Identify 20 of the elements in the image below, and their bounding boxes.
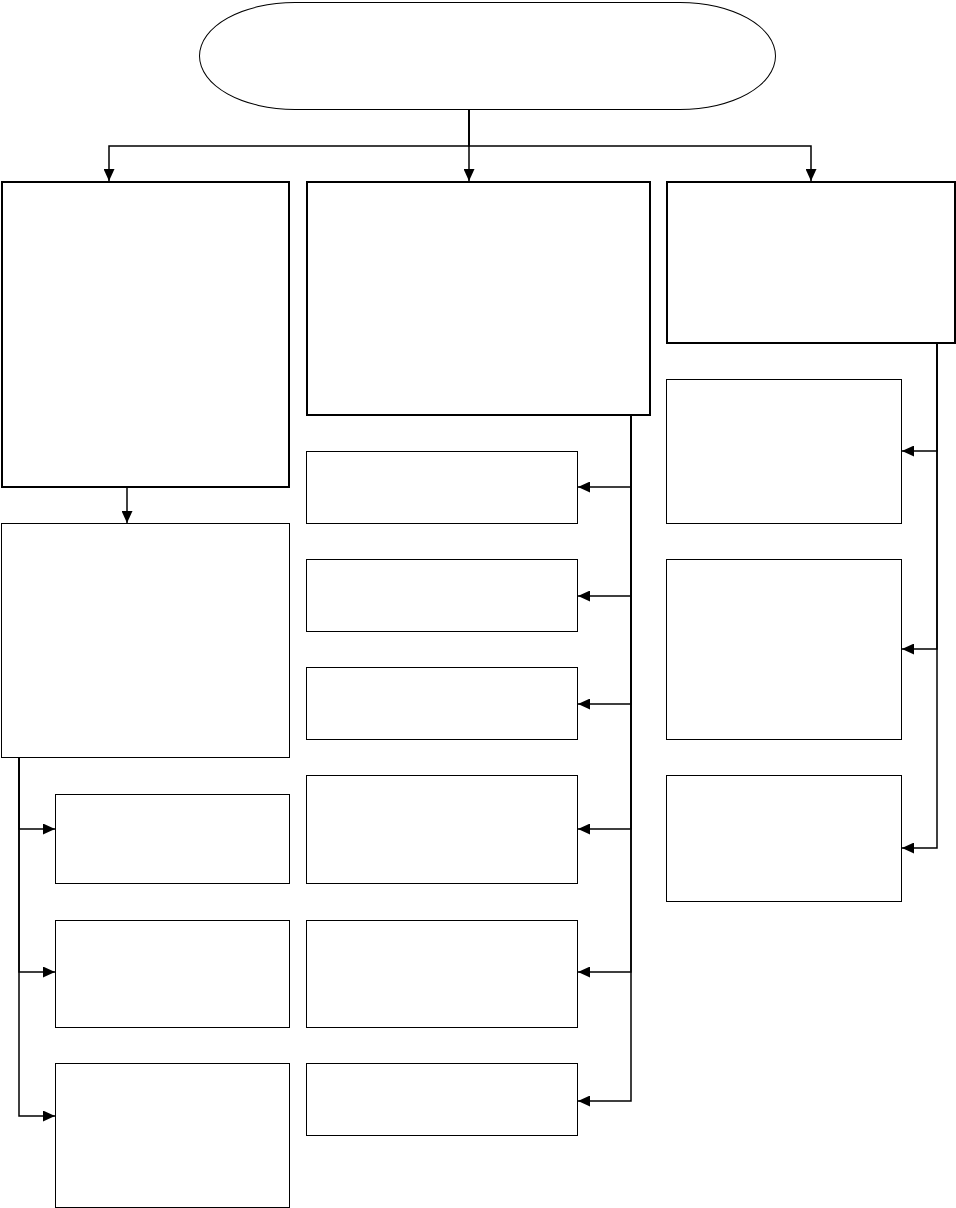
process-box [306,667,578,740]
process-box [306,181,651,416]
arrow [901,343,938,854]
process-box [666,775,902,902]
process-box [306,920,578,1028]
process-box [306,1063,578,1136]
process-box [666,559,902,740]
process-box [666,379,902,524]
process-box [55,920,290,1028]
arrow [121,487,133,524]
process-box [306,559,578,632]
process-box [1,181,290,488]
arrow [18,757,56,1122]
process-box [306,775,578,884]
process-box [666,181,956,344]
process-box [55,794,290,884]
arrow [468,109,817,182]
process-box [1,523,290,758]
process-box [306,451,578,524]
process-box [55,1063,290,1208]
